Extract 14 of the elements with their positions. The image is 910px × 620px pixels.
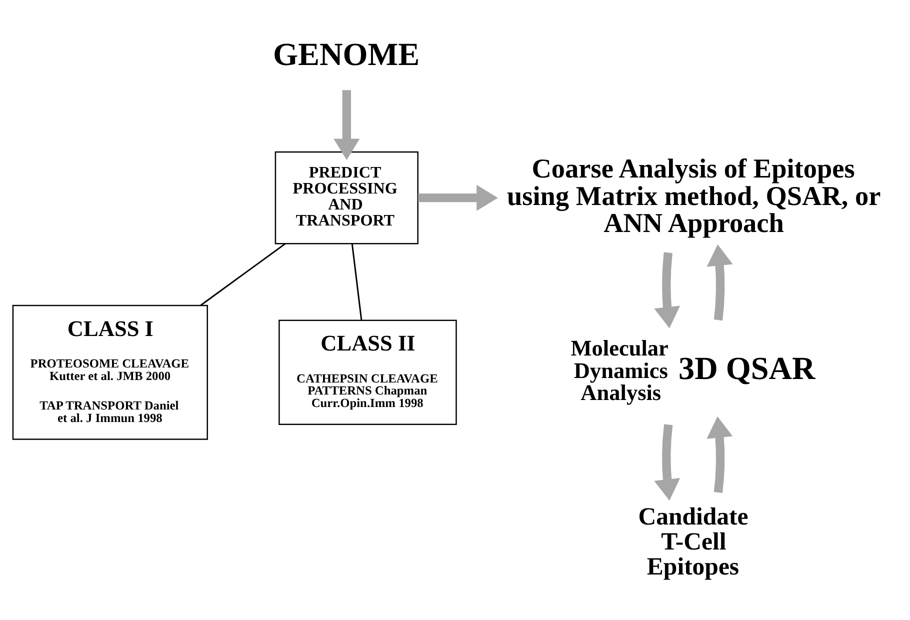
- arrow: [706, 416, 733, 492]
- connector: [351, 243, 362, 320]
- node-box: PREDICT PROCESSING AND TRANSPORT: [274, 150, 418, 244]
- node-text: GENOME: [272, 36, 420, 72]
- arrow: [334, 90, 360, 160]
- arrow: [654, 252, 680, 328]
- node-text: Candidate T-Cell Epitopes: [638, 503, 748, 580]
- node-box: CLASS I PROTEOSOME CLEAVAGE Kutter et al. JMB 2000 TAP TRANSPORT Daniel et al. J Immun 1998: [12, 304, 208, 440]
- node-box: CLASS II CATHEPSIN CLEAVAGE PATTERNS Chapman Curr.Opin.Imm 1998: [278, 319, 457, 425]
- connector: [200, 242, 286, 306]
- node-text: Coarse Analysis of Epitopes using Matrix method, QSAR, or ANN Approach: [507, 153, 881, 238]
- arrow: [706, 244, 733, 320]
- arrow: [418, 184, 498, 210]
- arrow: [654, 424, 680, 500]
